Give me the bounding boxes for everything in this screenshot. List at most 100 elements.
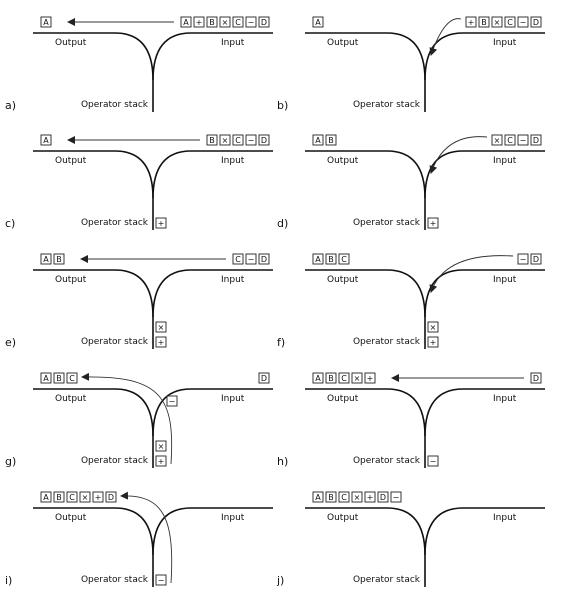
stack-token: + (155, 217, 167, 229)
flow-arrow (81, 372, 173, 465)
output-token: B (325, 491, 337, 503)
output-token: D (105, 491, 117, 503)
svg-text:C: C (507, 136, 513, 145)
stack-token: × (155, 440, 167, 452)
svg-text:×: × (494, 136, 501, 145)
input-label: Input (221, 394, 245, 404)
svg-text:C: C (341, 255, 347, 264)
output-label: Output (55, 156, 87, 166)
svg-text:+: + (367, 493, 374, 502)
svg-text:+: + (158, 338, 165, 347)
svg-text:A: A (43, 374, 49, 383)
output-token: C (338, 253, 350, 265)
svg-text:−: − (520, 18, 527, 27)
svg-text:B: B (209, 136, 215, 145)
svg-text:+: + (158, 219, 165, 228)
svg-text:+: + (430, 219, 437, 228)
input-rail (424, 269, 545, 318)
input-token: − (517, 16, 529, 28)
svg-text:+: + (468, 18, 475, 27)
input-token: A (180, 16, 192, 28)
output-label: Output (55, 394, 87, 404)
svg-text:D: D (533, 136, 539, 145)
stack-label: Operator stack (81, 456, 149, 466)
output-token: A (312, 16, 324, 28)
svg-text:D: D (261, 18, 267, 27)
svg-text:×: × (222, 18, 229, 27)
output-token: × (79, 491, 91, 503)
stack-label: Operator stack (353, 337, 421, 347)
output-token: A (40, 372, 52, 384)
stack-label: Operator stack (81, 218, 149, 228)
output-label: Output (55, 38, 87, 48)
output-token: A (40, 253, 52, 265)
input-rail (152, 269, 273, 318)
svg-text:A: A (183, 18, 189, 27)
stack-token: − (427, 455, 439, 467)
svg-text:C: C (507, 18, 513, 27)
svg-text:A: A (315, 255, 321, 264)
stack-token: + (155, 455, 167, 467)
svg-text:−: − (520, 255, 527, 264)
svg-text:−: − (520, 136, 527, 145)
svg-text:D: D (533, 18, 539, 27)
panel-label: b) (277, 99, 288, 112)
input-token: C (504, 16, 516, 28)
stack-label: Operator stack (353, 218, 421, 228)
svg-text:A: A (315, 374, 321, 383)
input-rail (424, 32, 545, 81)
input-label: Input (221, 156, 245, 166)
output-token: B (325, 134, 337, 146)
svg-text:D: D (533, 255, 539, 264)
input-label: Input (493, 394, 517, 404)
panel-label: j) (276, 574, 284, 587)
stack-token: − (155, 574, 167, 586)
panel-label: c) (5, 217, 15, 230)
svg-text:C: C (235, 136, 241, 145)
output-token: A (312, 253, 324, 265)
input-token: − (517, 134, 529, 146)
panel-label: f) (277, 336, 285, 349)
output-token: + (364, 372, 376, 384)
svg-text:B: B (56, 255, 62, 264)
input-token: × (219, 16, 231, 28)
svg-text:B: B (328, 374, 334, 383)
output-token: + (364, 491, 376, 503)
svg-text:+: + (95, 493, 102, 502)
stack-label: Operator stack (353, 100, 421, 110)
input-token: × (491, 134, 503, 146)
output-token: A (40, 16, 52, 28)
svg-text:B: B (328, 493, 334, 502)
input-token: D (530, 134, 542, 146)
svg-text:A: A (43, 493, 49, 502)
svg-text:A: A (315, 136, 321, 145)
stack-token: × (427, 321, 439, 333)
output-token: × (351, 491, 363, 503)
flow-arrow (429, 18, 462, 56)
svg-text:×: × (354, 374, 361, 383)
output-label: Output (327, 38, 359, 48)
input-token: C (232, 253, 244, 265)
svg-text:+: + (158, 457, 165, 466)
stack-label: Operator stack (81, 575, 149, 585)
svg-text:D: D (261, 255, 267, 264)
svg-text:×: × (158, 442, 165, 451)
input-label: Input (221, 275, 245, 285)
input-label: Input (493, 513, 517, 523)
input-token: B (206, 16, 218, 28)
stack-token: + (155, 336, 167, 348)
input-token: − (245, 134, 257, 146)
output-token: B (53, 372, 65, 384)
input-token: B (206, 134, 218, 146)
output-token: + (92, 491, 104, 503)
panel-label: g) (5, 455, 16, 468)
svg-text:×: × (222, 136, 229, 145)
svg-text:A: A (315, 18, 321, 27)
svg-text:C: C (235, 255, 241, 264)
input-token: − (245, 253, 257, 265)
